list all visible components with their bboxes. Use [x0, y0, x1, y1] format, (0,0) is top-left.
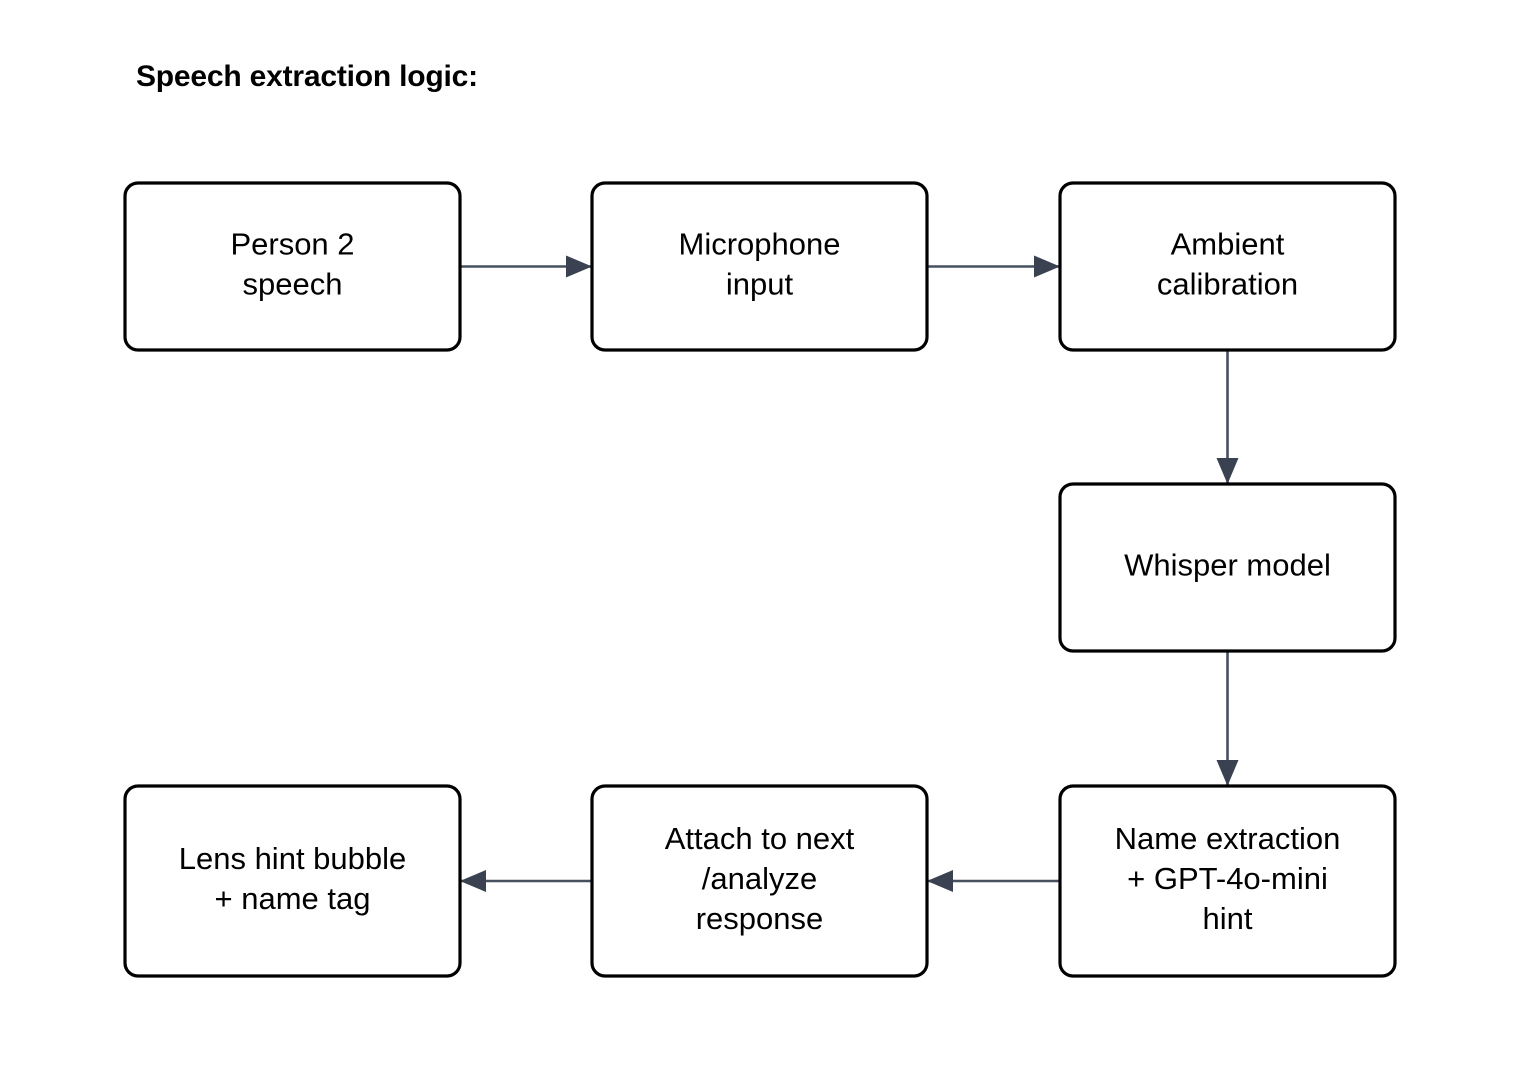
edges-layer [460, 255, 1239, 892]
flow-node-whisper-model[interactable]: Whisper model [1058, 482, 1397, 653]
flow-edge-edge-name-to-attach [927, 870, 1060, 892]
arrowhead-icon [1216, 458, 1239, 484]
node-label-line: /analyze [702, 861, 817, 896]
node-label-line: Microphone [679, 227, 841, 262]
flow-node-lens-hint-bubble[interactable]: Lens hint bubble + name tag [123, 784, 462, 978]
node-label-line: Attach to next [665, 821, 855, 856]
node-box [590, 181, 929, 352]
flow-edge-edge-person2-to-mic [460, 255, 592, 278]
arrowhead-icon [460, 870, 486, 892]
arrowhead-icon [566, 255, 592, 278]
node-box [1058, 784, 1397, 978]
arrowhead-icon [1034, 255, 1060, 278]
node-label-line: Ambient [1171, 227, 1285, 262]
flow-node-attach-to-next[interactable]: Attach to next/analyze response [590, 784, 929, 978]
node-label-line: + GPT-4o-mini [1127, 861, 1328, 896]
node-label-line: Whisper model [1124, 548, 1331, 583]
node-label-line: input [726, 267, 794, 302]
flow-node-ambient-calibration[interactable]: Ambient calibration [1058, 181, 1397, 352]
flow-edge-edge-mic-to-ambient [927, 255, 1060, 278]
node-label-line: calibration [1157, 267, 1298, 302]
node-box [1058, 482, 1397, 653]
node-label-line: Person 2 [230, 227, 354, 262]
page-title: Speech extraction logic: [136, 60, 478, 93]
node-label-line: response [696, 901, 824, 936]
flow-edge-edge-attach-to-lens [460, 870, 592, 892]
flow-edge-edge-ambient-to-whisper [1216, 350, 1239, 484]
flow-node-microphone-input[interactable]: Microphone input [590, 181, 929, 352]
node-label-line: Name extraction [1115, 821, 1341, 856]
arrowhead-icon [1216, 760, 1239, 786]
node-box [123, 181, 462, 352]
node-label-line: Lens hint bubble [179, 841, 407, 876]
node-box [123, 784, 462, 978]
node-label-line: hint [1203, 901, 1253, 936]
flow-edge-edge-whisper-to-name [1216, 651, 1239, 786]
nodes-layer: Person 2 speech Microphone input Ambient cali… [123, 181, 1397, 978]
node-box [590, 784, 929, 978]
node-label-line: + name tag [215, 881, 371, 916]
node-box [1058, 181, 1397, 352]
arrowhead-icon [927, 870, 953, 892]
flow-node-name-extraction[interactable]: Name extraction + GPT-4o-mini hint [1058, 784, 1397, 978]
flow-node-person2-speech[interactable]: Person 2 speech [123, 181, 462, 352]
node-label-line: speech [243, 267, 343, 302]
